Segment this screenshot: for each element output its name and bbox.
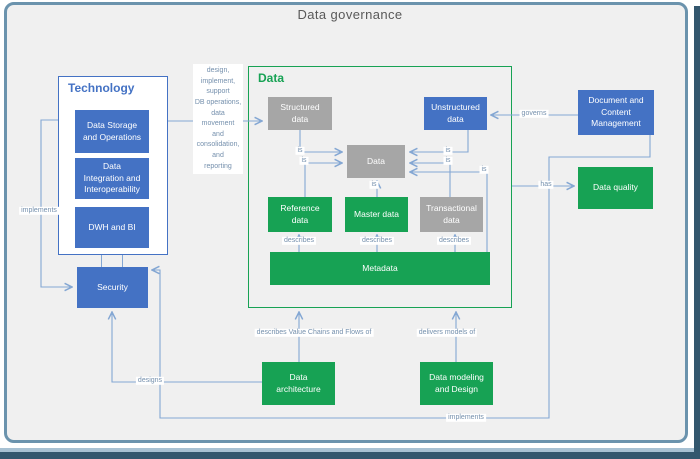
box-data-modeling-and-design: Data modeling and Design	[420, 362, 493, 405]
box-transactional-data: Transactional data	[420, 197, 483, 232]
window-edge-dark	[0, 452, 700, 459]
connector-label-implements: implements	[446, 413, 486, 423]
connector-label-describes: describes	[282, 236, 316, 246]
wire-architecture-designs-security	[112, 312, 262, 383]
box-dwh-and-bi: DWH and BI	[75, 207, 149, 248]
connector-label-is: is	[479, 165, 489, 175]
connector-label-implements: implements	[19, 206, 59, 216]
technology-group-label: Technology	[68, 81, 135, 95]
box-data: Data	[347, 145, 405, 178]
connector-label-design-implement-support: design, implement, support DB operations…	[193, 64, 243, 175]
connector-label-designs: designs	[135, 376, 165, 386]
box-data-storage-and-operations: Data Storage and Operations	[75, 110, 149, 153]
window-edge-right	[694, 6, 700, 452]
connector-label-has: has	[538, 180, 554, 190]
box-security: Security	[77, 267, 148, 308]
box-data-integration-and-interoperability: Data Integration and Interoperability	[75, 158, 149, 199]
data-group-label: Data	[258, 71, 285, 85]
window-edge-light	[0, 448, 700, 452]
box-document-and-content-management: Document and Content Management	[578, 90, 654, 135]
connector-label-delivers-models: delivers models of	[416, 328, 478, 338]
box-unstructured-data: Unstructured data	[424, 97, 487, 130]
wire-unstructured-is-data	[410, 130, 469, 152]
wire-transactional-is-data	[410, 163, 451, 197]
wire-docmgmt-implements-security	[152, 135, 651, 419]
connector-label-governs: governs	[519, 109, 549, 119]
connector-label-is: is	[443, 146, 453, 156]
connector-label-is: is	[369, 180, 379, 190]
wire-technology-implements-security	[40, 119, 72, 287]
wire-reference-is-data	[304, 163, 342, 197]
box-data-architecture: Data architecture	[262, 362, 335, 405]
wire-structured-is-data	[299, 130, 342, 152]
technology-security-connector	[101, 255, 123, 267]
box-data-quality: Data quality	[578, 167, 653, 209]
connector-label-is: is	[443, 156, 453, 166]
box-metadata: Metadata	[270, 252, 490, 285]
box-master-data: Master data	[345, 197, 408, 232]
connector-label-describes: describes	[437, 236, 471, 246]
data-group: Data	[248, 66, 512, 308]
connector-label-describes: describes	[360, 236, 394, 246]
diagram-title: Data governance	[297, 7, 403, 22]
connector-label-is: is	[295, 146, 305, 156]
box-reference-data: Reference data	[268, 197, 332, 232]
connector-label-describes-value-chains: describes Value Chains and Flows of	[254, 328, 374, 338]
connector-label-is: is	[299, 156, 309, 166]
box-structured-data: Structured data	[268, 97, 332, 130]
